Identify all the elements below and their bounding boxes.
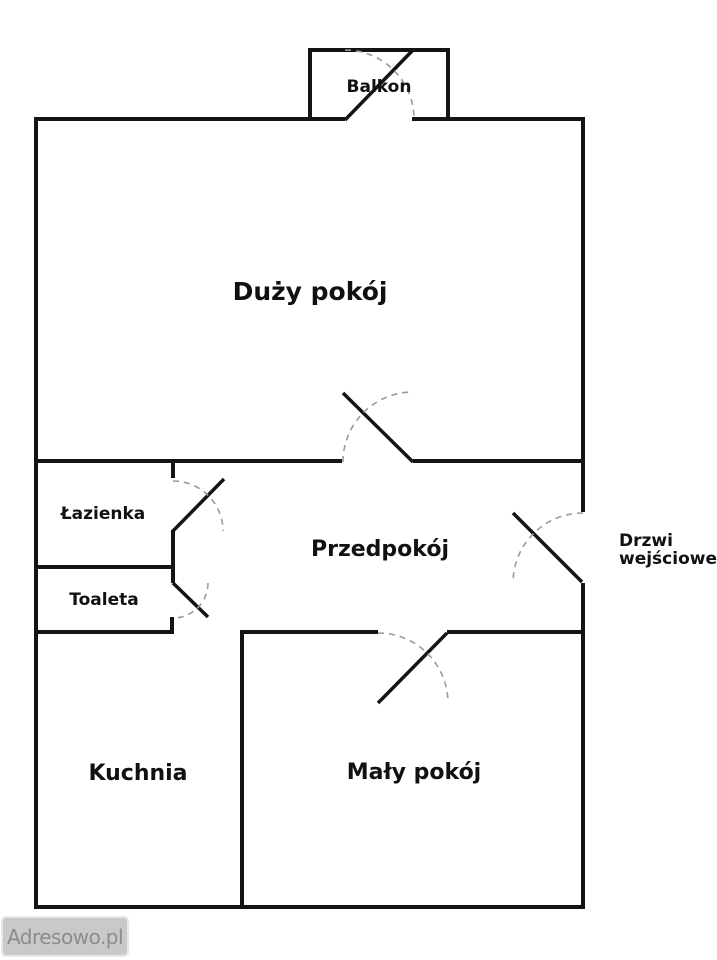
- room-label-balkon: Balkon: [347, 77, 412, 97]
- room-label-toaleta: Toaleta: [69, 590, 138, 610]
- room-label-lazienka: Łazienka: [60, 504, 146, 524]
- duzy-pokoj-door-line: [341, 391, 415, 464]
- toaleta-door-line: [171, 581, 210, 619]
- lazienka-door-line: [171, 477, 226, 533]
- room-label-kuchnia: Kuchnia: [88, 761, 187, 786]
- room-label-maly-pokoj: Mały pokój: [347, 760, 481, 785]
- watermark-text: Adresowo.pl: [6, 924, 124, 949]
- maly-pokoj-door-line: [376, 631, 449, 705]
- duzy-pokoj-door-swing-arc: [342, 391, 414, 463]
- lazienka-door-swing-arc: [172, 480, 224, 532]
- balkon-door-line: [343, 48, 415, 122]
- room-label-przedpokoj: Przedpokój: [311, 537, 449, 562]
- balkon-door-swing-arc: [344, 49, 415, 120]
- watermark-badge: Adresowo.pl: [1, 916, 129, 957]
- toaleta-door-swing-arc: [172, 582, 209, 619]
- maly-pokoj-door-swing-arc: [377, 632, 449, 704]
- room-label-drzwi-wejsciowe-line2: wejściowe: [619, 549, 717, 569]
- door-swing-arcs-group: [172, 49, 584, 704]
- room-label-drzwi-wejsciowe-line1: Drzwi: [619, 531, 673, 551]
- walls-group: [34, 48, 585, 909]
- room-label-duzy-pokoj: Duży pokój: [233, 277, 388, 306]
- entrance-door-line: [511, 511, 584, 584]
- entrance-door-swing-arc: [512, 512, 584, 584]
- door-leaves-group: [171, 48, 584, 705]
